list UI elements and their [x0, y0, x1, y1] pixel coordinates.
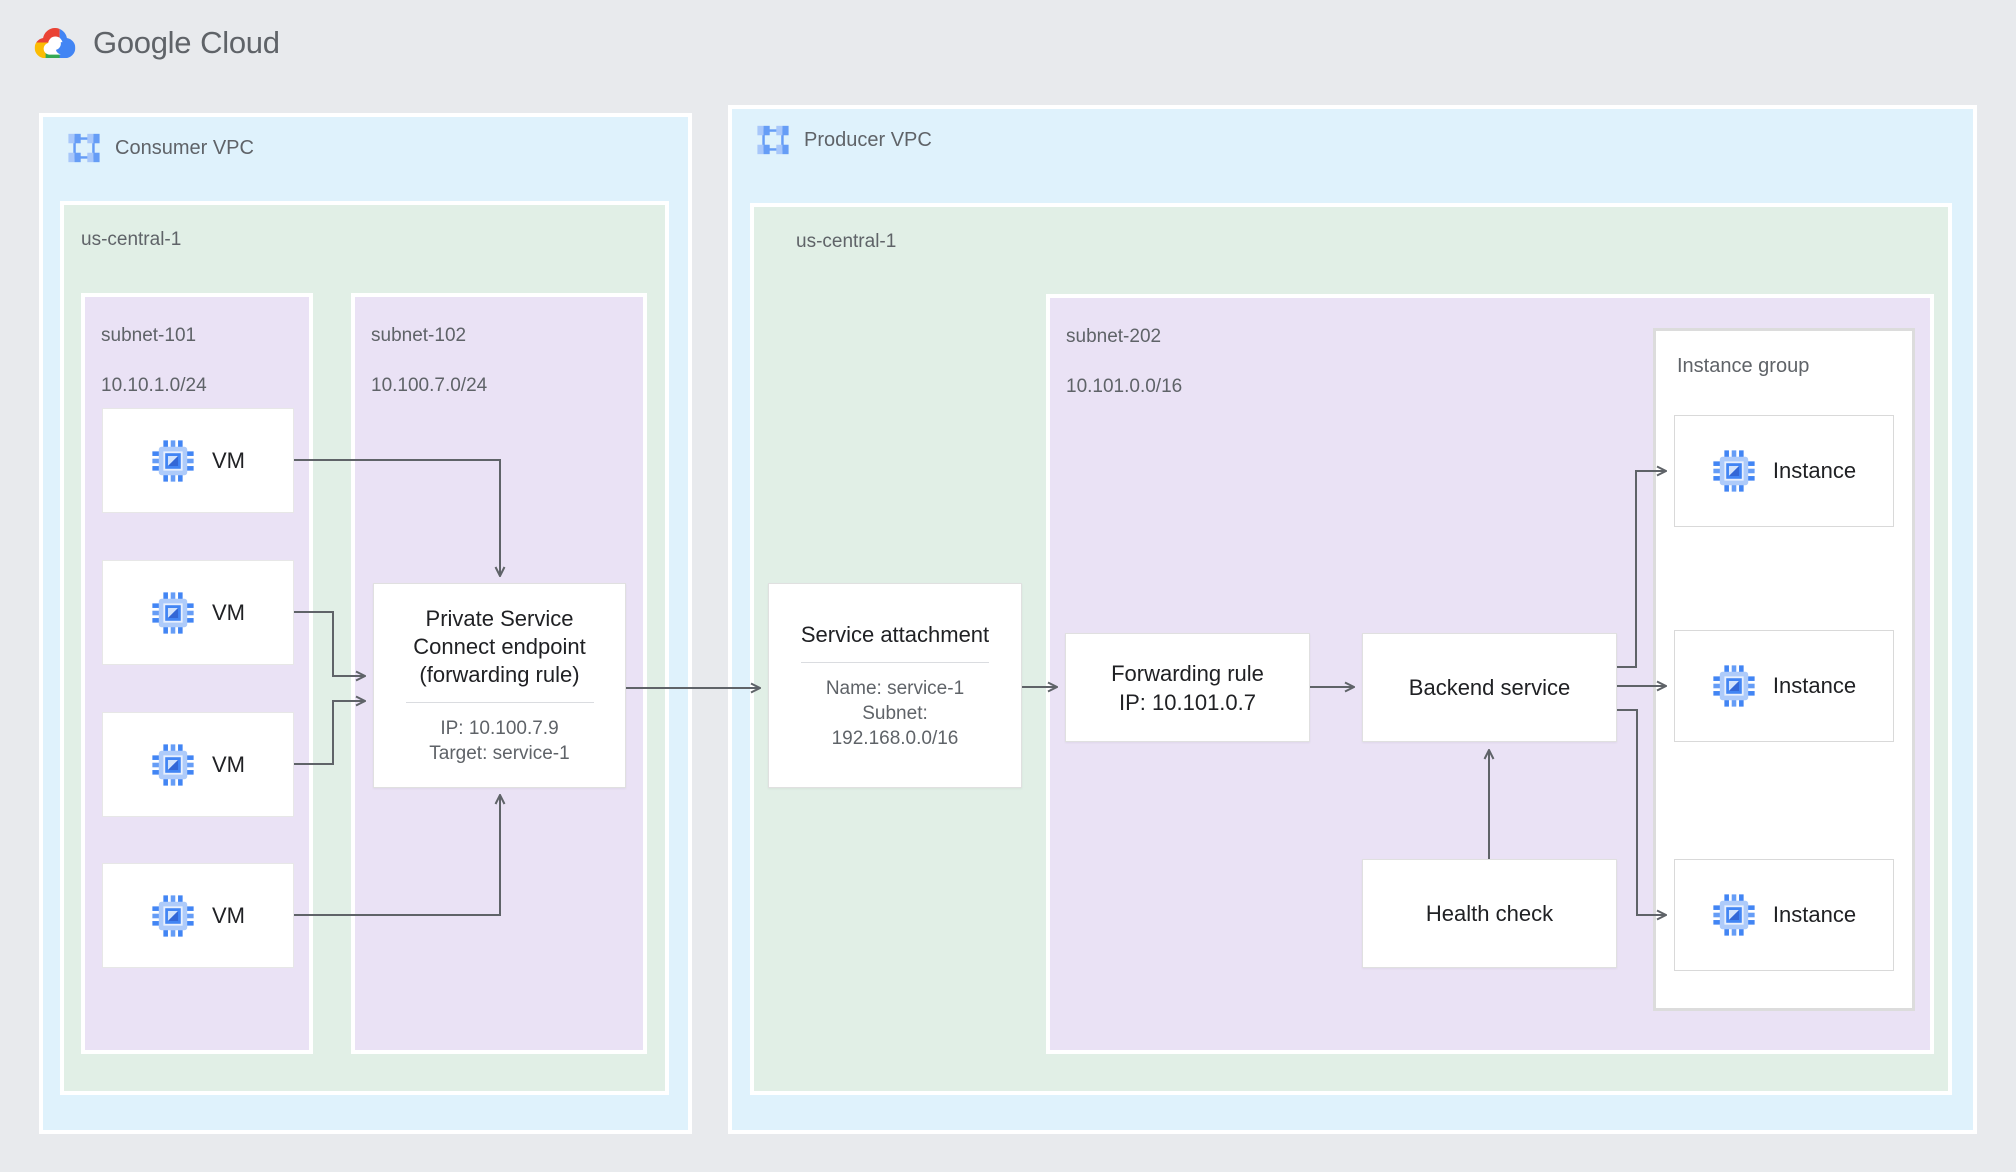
instance-label: Instance: [1772, 458, 1857, 483]
divider: [405, 702, 594, 703]
instance-box-2: Instance: [1674, 630, 1894, 742]
instance-box-3: Instance: [1674, 859, 1894, 971]
compute-engine-icon: [151, 591, 195, 635]
service-attachment-subnet-cidr: 192.168.0.0/16: [831, 727, 959, 749]
producer-vpc-label-row: Producer VPC: [756, 123, 932, 157]
health-check-title: Health check: [1425, 901, 1554, 926]
instance-group-label: Instance group: [1677, 355, 1810, 377]
consumer-vpc-label-row: Consumer VPC: [67, 131, 254, 165]
logo-word-google: Google: [93, 24, 192, 60]
vm-label: VM: [212, 902, 245, 928]
compute-engine-icon: [151, 439, 195, 483]
vm-box-1: VM: [102, 408, 294, 513]
vm-label: VM: [212, 599, 245, 625]
compute-engine-icon: [151, 894, 195, 938]
psc-endpoint-box: Private Service Connect endpoint (forwar…: [373, 583, 626, 788]
service-attachment-box: Service attachment Name: service-1 Subne…: [768, 583, 1022, 788]
subnet-101-cidr: 10.10.1.0/24: [101, 375, 207, 396]
google-cloud-wordmark: Google Cloud: [93, 25, 280, 61]
service-attachment-subnet-label: Subnet:: [862, 702, 928, 724]
psc-endpoint-target: Target: service-1: [429, 743, 570, 764]
forwarding-rule-box: Forwarding rule IP: 10.101.0.7: [1065, 633, 1310, 742]
forwarding-rule-title: Forwarding rule: [1111, 660, 1264, 686]
vm-box-3: VM: [102, 712, 294, 817]
producer-region-label: us-central-1: [796, 231, 897, 252]
compute-engine-icon: [1712, 893, 1756, 937]
psc-endpoint-ip: IP: 10.100.7.9: [440, 718, 559, 739]
instance-box-1: Instance: [1674, 415, 1894, 527]
vpc-network-icon: [756, 123, 790, 157]
backend-service-title: Backend service: [1408, 675, 1571, 700]
subnet-202-label: subnet-202 10.101.0.0/16: [1066, 326, 1183, 397]
compute-engine-icon: [151, 743, 195, 787]
instance-label: Instance: [1772, 673, 1857, 698]
instance-label: Instance: [1772, 902, 1857, 927]
vpc-network-icon: [67, 131, 101, 165]
subnet-101-label: subnet-101 10.10.1.0/24: [101, 325, 207, 396]
consumer-region-label: us-central-1: [81, 229, 182, 250]
backend-service-box: Backend service: [1362, 633, 1617, 742]
compute-engine-icon: [1712, 664, 1756, 708]
consumer-vpc-label: Consumer VPC: [115, 136, 254, 159]
google-cloud-icon: [30, 22, 80, 63]
subnet-102-cidr: 10.100.7.0/24: [371, 375, 488, 396]
vm-box-4: VM: [102, 863, 294, 968]
health-check-box: Health check: [1362, 859, 1617, 968]
subnet-102-label: subnet-102 10.100.7.0/24: [371, 325, 488, 396]
producer-vpc-label: Producer VPC: [804, 128, 932, 151]
forwarding-rule-ip: IP: 10.101.0.7: [1119, 689, 1256, 715]
compute-engine-icon: [1712, 449, 1756, 493]
psc-endpoint-title: Private Service Connect endpoint (forwar…: [413, 606, 586, 687]
service-attachment-title: Service attachment: [800, 621, 990, 647]
vm-label: VM: [212, 447, 245, 473]
vm-box-2: VM: [102, 560, 294, 665]
vm-label: VM: [212, 751, 245, 777]
divider: [801, 661, 989, 663]
google-cloud-logo: Google Cloud: [30, 22, 280, 63]
logo-word-cloud: Cloud: [200, 24, 280, 60]
subnet-202-cidr: 10.101.0.0/16: [1066, 376, 1183, 397]
service-attachment-name: Name: service-1: [825, 677, 965, 699]
